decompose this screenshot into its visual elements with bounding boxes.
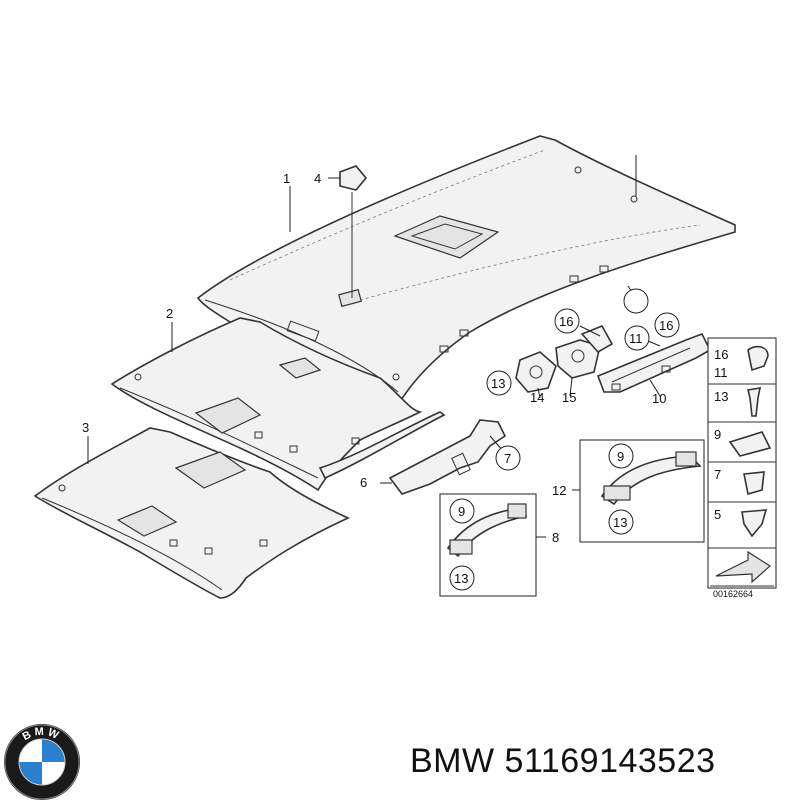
footer-caption: BMW 51169143523 [410, 742, 716, 781]
callout-13a: 13 [491, 376, 505, 391]
headliner-1 [196, 135, 736, 406]
callout-1: 1 [283, 171, 290, 186]
callout-11a: 11 [629, 331, 643, 346]
clip-16-icon [747, 345, 769, 372]
callout-16b: 16 [659, 318, 673, 333]
mounts-13-14-15 [515, 324, 614, 393]
callout-14: 14 [530, 390, 544, 405]
headliner-2 [110, 317, 446, 492]
callout-4: 4 [314, 171, 321, 186]
legend-row-9: 9 [714, 427, 721, 442]
callout-2: 2 [166, 306, 173, 321]
callout-8: 8 [552, 530, 559, 545]
callout-10: 10 [652, 391, 666, 406]
pad-9-icon [728, 431, 772, 457]
box-12 [572, 439, 705, 543]
callout-6: 6 [360, 475, 367, 490]
part-6-7-bracket [380, 419, 507, 495]
bmw-logo: BMW [4, 724, 80, 800]
clip-7-icon [743, 471, 765, 496]
callout-7: 7 [504, 451, 511, 466]
callout-9-box12: 9 [617, 449, 624, 464]
brand-name: BMW [410, 742, 495, 780]
drawing-number: 00162664 [713, 589, 753, 599]
callout-9-box8: 9 [458, 504, 465, 519]
part-number: 51169143523 [504, 742, 716, 780]
callout-15: 15 [562, 390, 576, 405]
callouts: 1 4 2 3 5 6 10 12 8 14 15 16 13 11 16 7 … [82, 171, 680, 591]
arrow-icon [715, 550, 771, 584]
callout-3: 3 [82, 420, 89, 435]
legend-row-16: 16 [714, 347, 728, 362]
callout-12: 12 [552, 483, 566, 498]
legend-labels: 16 11 13 9 7 5 00162664 [713, 347, 753, 599]
screw-13-icon [747, 387, 762, 417]
legend-table [707, 337, 777, 589]
svg-text:BMW: BMW [21, 726, 63, 743]
legend-row-11: 11 [714, 365, 728, 380]
clip-5-icon [741, 509, 768, 538]
callout-13-box8: 13 [454, 571, 468, 586]
part-4-clip [328, 165, 368, 298]
legend-row-5: 5 [714, 507, 721, 522]
callout-16a: 16 [559, 314, 573, 329]
part-10-rail [596, 332, 712, 393]
legend-row-7: 7 [714, 467, 721, 482]
callout-13-box12: 13 [613, 515, 627, 530]
logo-letters: BMW [21, 726, 60, 743]
headliner-3 [33, 427, 350, 599]
legend-row-13: 13 [714, 389, 728, 404]
